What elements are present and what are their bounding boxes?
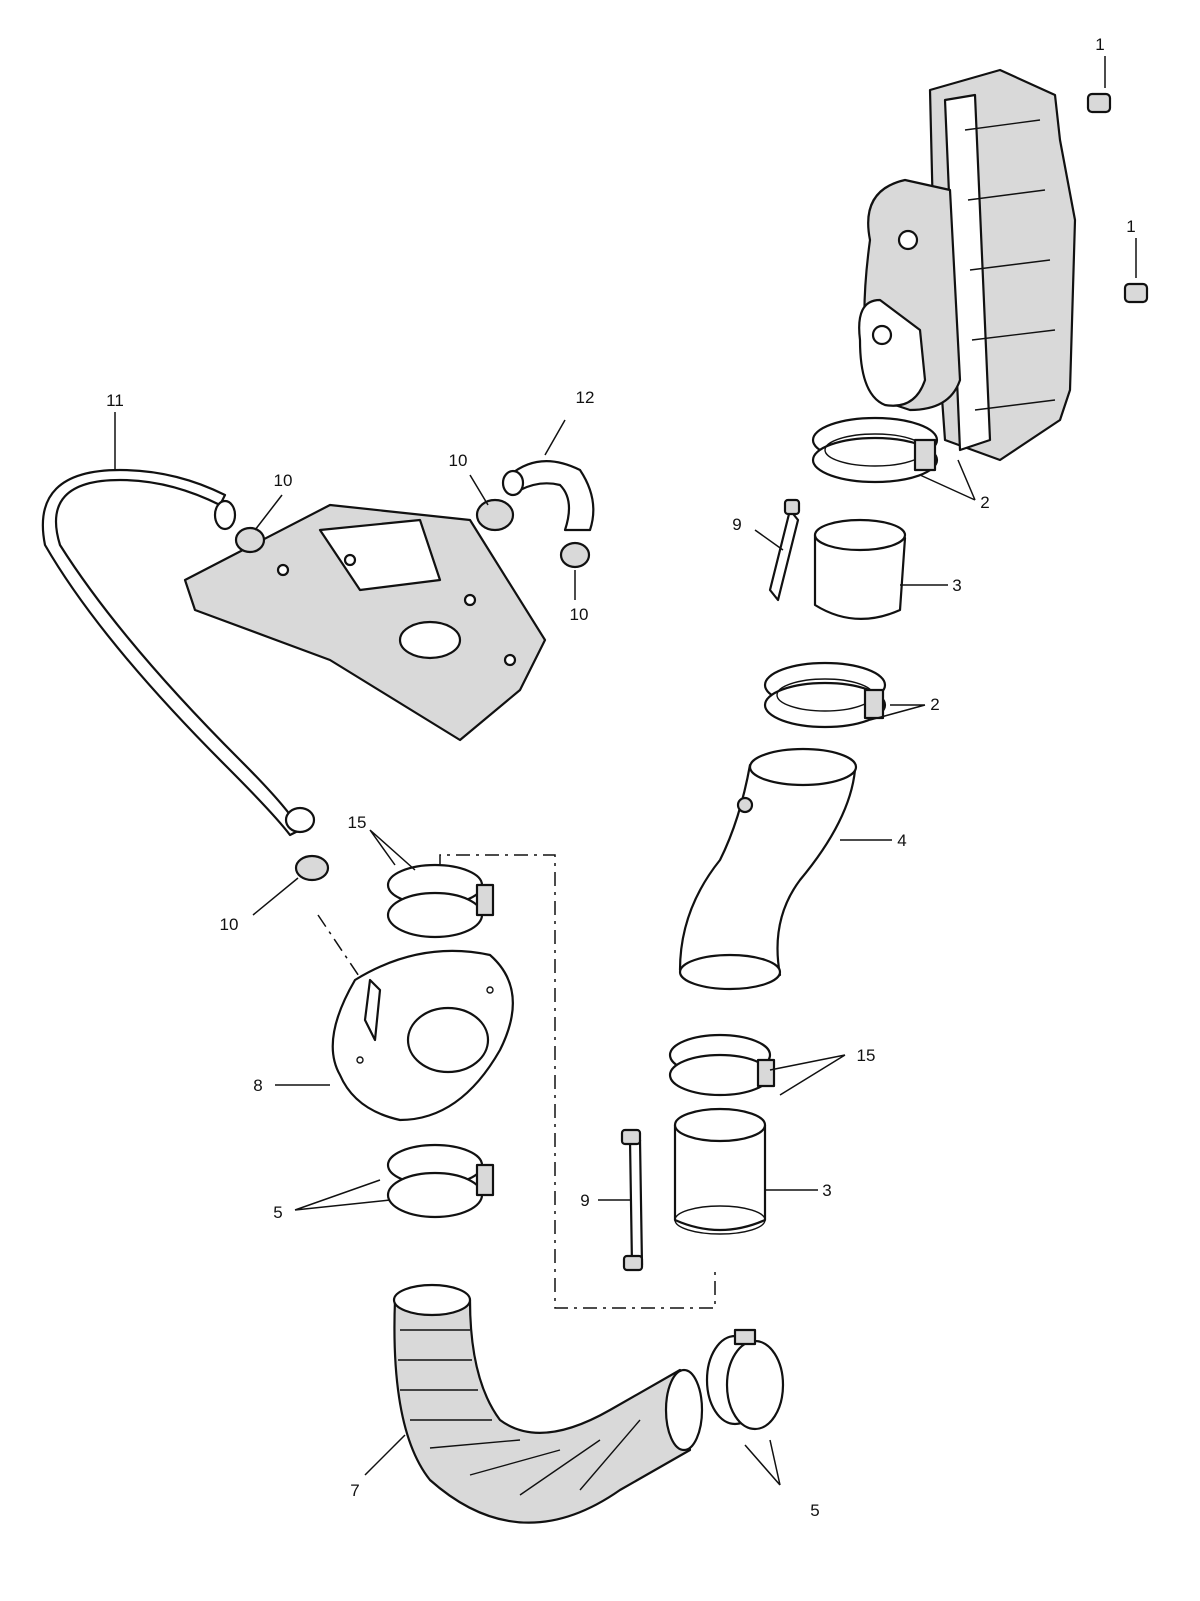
callout-1-lower: 1 [1126, 217, 1135, 236]
exhaust-hose-upper [813, 518, 907, 620]
callout-3-upper: 3 [952, 576, 961, 595]
callout-5-right: 5 [810, 1501, 819, 1520]
callout-2-upper: 2 [980, 493, 989, 512]
hose-clamp-pair-5-left [386, 1143, 495, 1219]
drain-plug-lower [1123, 282, 1149, 304]
exhaust-hose-lower [673, 1107, 767, 1235]
callout-15-left: 15 [348, 813, 367, 832]
hose-clamp-pair-5-right [705, 1328, 785, 1431]
hose-clamp-pair-upper [811, 416, 939, 484]
callout-8: 8 [253, 1076, 262, 1095]
callout-10-d: 10 [220, 915, 239, 934]
callout-11: 11 [106, 391, 124, 410]
drain-plug-upper [1086, 92, 1112, 114]
alignment-line-right [439, 854, 716, 1309]
hose-clamp-pair-15-right [668, 1033, 776, 1097]
exhaust-elbow [678, 747, 858, 991]
small-hose-clamp-10-b [475, 498, 515, 532]
callout-9-upper: 9 [732, 515, 741, 534]
hose-clamp-pair-middle [763, 661, 887, 729]
small-hose-clamp-10-a [234, 526, 266, 554]
callout-12: 12 [576, 388, 595, 407]
exhaust-manifold [858, 68, 1077, 462]
callout-10-a: 10 [274, 471, 293, 490]
callout-3-lower: 3 [822, 1181, 831, 1200]
alignment-line-left [317, 914, 376, 1001]
small-hose-clamp-10-d [294, 854, 330, 882]
retaining-clip-upper [768, 498, 801, 602]
transom-flange-8 [331, 949, 514, 1122]
callout-10-b: 10 [449, 451, 468, 470]
callout-1-upper: 1 [1095, 35, 1104, 54]
callout-2-middle: 2 [930, 695, 939, 714]
callout-10-c: 10 [570, 605, 589, 624]
retaining-clip-lower [620, 1128, 644, 1272]
small-hose-clamp-10-c [559, 541, 591, 569]
callout-4: 4 [897, 831, 906, 850]
hose-clamp-pair-15-left [386, 863, 495, 939]
callout-7: 7 [350, 1481, 359, 1500]
water-hose-12 [501, 460, 595, 532]
water-hose-11 [41, 468, 316, 837]
exhaust-adapter-plate [183, 503, 547, 742]
callout-5-left: 5 [273, 1203, 282, 1222]
callout-9-lower: 9 [580, 1191, 589, 1210]
corrugated-exhaust-hose-7 [392, 1283, 704, 1524]
callout-15-right: 15 [857, 1046, 876, 1065]
